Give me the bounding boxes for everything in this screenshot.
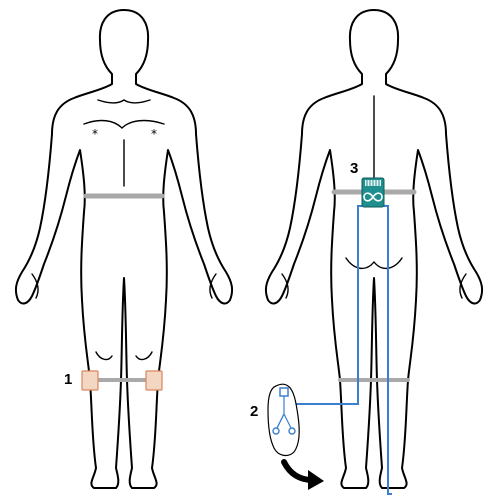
- curved-arrow-icon: [281, 459, 324, 490]
- back-body-figure: 3: [264, 9, 484, 495]
- front-body-figure: * * 1: [14, 9, 234, 489]
- controller-number-label: 3: [350, 160, 358, 177]
- controller-to-foot-wire: [288, 205, 362, 405]
- back-body-outline: [264, 9, 484, 489]
- infinity-logo-icon: [363, 192, 383, 202]
- foot-pressure-point-left: [272, 427, 280, 435]
- knee-sensor-number-label: 1: [64, 371, 72, 388]
- right-knee-sensor-pad: [145, 370, 163, 391]
- controller-to-heel-wire: [384, 205, 392, 495]
- foot-sole-outline: [267, 383, 300, 457]
- front-right-thumb: [209, 273, 217, 299]
- front-chest-line: [83, 119, 165, 129]
- front-left-thumb: [31, 273, 39, 299]
- front-left-knee-line: [95, 351, 113, 361]
- front-right-nipple-mark: *: [151, 127, 157, 141]
- back-left-thumb: [281, 273, 289, 299]
- foot-internal-wire-left: [275, 413, 285, 431]
- back-buttock-left: [345, 257, 375, 269]
- foot-sensor-connector: [279, 387, 289, 397]
- controller-board: [361, 177, 385, 208]
- left-knee-sensor-pad: [81, 370, 99, 391]
- foot-sensor-number-label: 2: [250, 403, 258, 420]
- foot-pressure-point-right: [288, 427, 296, 435]
- front-body-outline: [14, 9, 234, 489]
- front-left-nipple-mark: *: [92, 127, 98, 141]
- front-right-knee-line: [135, 351, 153, 361]
- foot-insole-sensor: 2: [250, 383, 300, 457]
- back-right-thumb: [459, 273, 467, 299]
- foot-internal-wire-right: [283, 413, 293, 431]
- front-collar-line: [97, 99, 151, 104]
